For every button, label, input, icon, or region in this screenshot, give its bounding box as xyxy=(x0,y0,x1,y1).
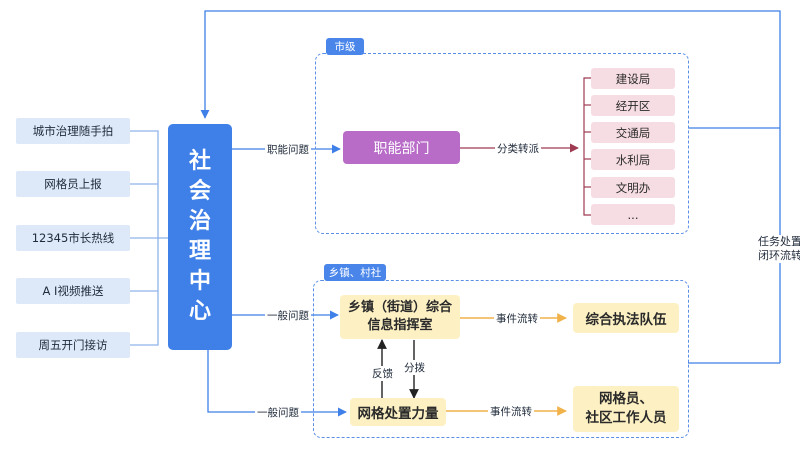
edge-label-functional: 职能问题 xyxy=(265,142,311,157)
city-tag: 市级 xyxy=(326,38,364,55)
unit-water: 水利局 xyxy=(591,149,675,170)
command-line-2: 信息指挥室 xyxy=(367,318,433,333)
center-char: 会 xyxy=(188,179,211,204)
enforcement-team-node: 综合执法队伍 xyxy=(573,303,679,333)
source-bracket xyxy=(130,130,168,346)
town-region xyxy=(313,280,689,438)
edge-label-general-1: 一般问题 xyxy=(265,308,311,323)
loop-line-2: 闭环流转 xyxy=(758,249,800,262)
edge-label-dispatch: 分类转派 xyxy=(495,141,541,156)
source-hotline: 12345市长热线 xyxy=(16,225,130,251)
unit-more: ... xyxy=(591,204,675,225)
unit-dev-zone: 经开区 xyxy=(591,95,675,116)
center-char: 心 xyxy=(188,299,211,324)
functional-dept-node: 职能部门 xyxy=(343,131,460,164)
grid-workers-node: 网格员、 社区工作人员 xyxy=(573,386,679,432)
unit-civilization: 文明办 xyxy=(591,177,675,198)
closed-loop-label: 任务处置 闭环流转 xyxy=(755,235,800,263)
source-photo-report: 城市治理随手拍 xyxy=(16,118,130,144)
center-char: 社 xyxy=(188,149,211,174)
center-char: 治 xyxy=(188,209,211,234)
city-region xyxy=(315,53,689,234)
unit-construction: 建设局 xyxy=(591,68,675,89)
center-char: 理 xyxy=(188,239,211,264)
closed-loop xyxy=(200,10,781,364)
unit-transport: 交通局 xyxy=(591,122,675,143)
dept-bracket xyxy=(583,77,591,216)
town-tag: 乡镇、村社 xyxy=(324,264,386,281)
social-governance-center: 社 会 治 理 中 心 xyxy=(168,124,232,350)
command-room-node: 乡镇（街道）综合 信息指挥室 xyxy=(340,295,460,339)
edge-label-general-2: 一般问题 xyxy=(255,405,301,420)
edge-label-transfer-2: 事件流转 xyxy=(488,404,534,419)
edge-label-transfer-1: 事件流转 xyxy=(494,311,540,326)
workers-line-2: 社区工作人员 xyxy=(585,410,667,426)
command-line-1: 乡镇（街道）综合 xyxy=(347,300,452,315)
grid-force-node: 网格处置力量 xyxy=(350,398,446,426)
center-char: 中 xyxy=(188,269,211,294)
source-grid-report: 网格员上报 xyxy=(16,171,130,197)
source-ai-video: A I视频推送 xyxy=(16,278,130,304)
loop-line-1: 任务处置 xyxy=(758,235,800,248)
edge-label-feedback: 反馈 xyxy=(370,366,395,381)
source-friday-visit: 周五开门接访 xyxy=(16,332,130,358)
workers-line-1: 网格员、 xyxy=(599,391,653,407)
edge-label-allocate: 分拨 xyxy=(402,360,427,375)
